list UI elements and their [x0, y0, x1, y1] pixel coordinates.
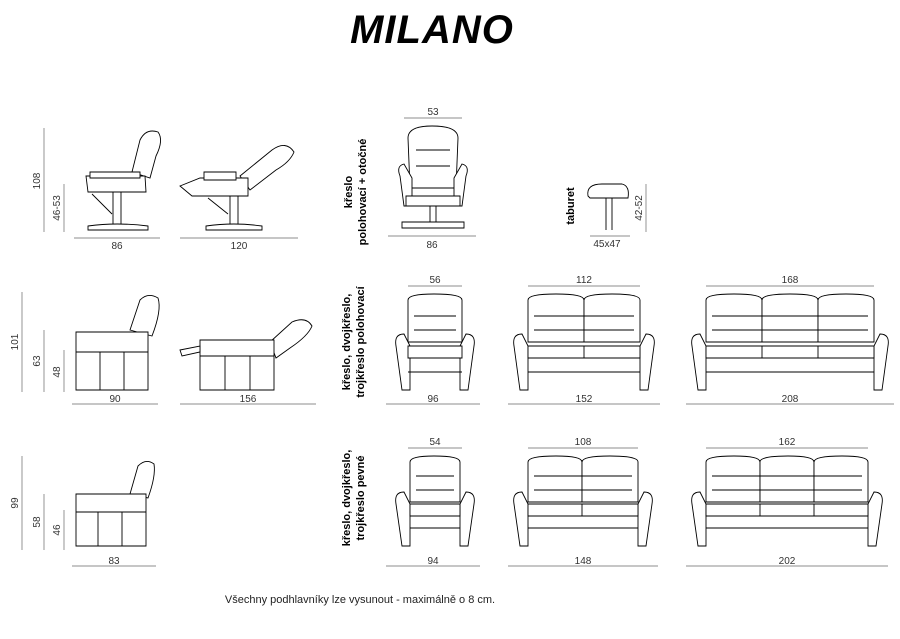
dim-r3-w3: 202	[686, 556, 888, 567]
dim-r2-w3-label: 208	[782, 394, 799, 405]
dim-r1-height: 108	[32, 128, 45, 232]
dim-r2-depth-label: 90	[109, 394, 121, 405]
adjustable-armchair-reclined-view	[179, 319, 313, 391]
stool-drawing	[587, 183, 629, 230]
dim-r3-back: 58	[32, 494, 45, 550]
dim-r3-w1: 94	[386, 556, 480, 567]
label-fixed-line2: trojkřeslo pevné	[355, 456, 367, 541]
dim-r2-depth: 90	[72, 394, 158, 405]
adjustable-armchair-front	[395, 293, 475, 391]
dim-stool-size-label: 45x47	[593, 239, 621, 250]
dim-r3-seat1-label: 54	[429, 437, 441, 448]
dim-r1-height-label: 108	[32, 172, 43, 189]
dim-r2-back: 63	[32, 330, 45, 392]
dim-stool-height: 42-52	[634, 184, 647, 232]
dim-r3-seat3-label: 162	[779, 437, 796, 448]
dim-r3-seat-label: 46	[52, 524, 63, 536]
dim-r1-depth: 86	[74, 237, 160, 252]
fixed-armchair-front	[395, 455, 475, 547]
dim-r3-w2: 148	[508, 556, 658, 567]
dim-r2-open: 156	[180, 394, 316, 405]
dim-r2-w3: 208	[686, 394, 894, 405]
dim-r1-depth-label: 86	[111, 241, 123, 252]
dim-r3-depth-label: 83	[108, 556, 120, 567]
dim-r3-height: 99	[10, 456, 23, 550]
dim-r2-seat3: 168	[706, 275, 874, 287]
adjustable-sofa-front	[691, 293, 889, 391]
dim-r2-height-label: 101	[10, 333, 21, 350]
dim-r2-seat1: 56	[408, 275, 462, 287]
dim-r2-w1-label: 96	[427, 394, 439, 405]
footnote: Všechny podhlavníky lze vysunout - maxim…	[224, 594, 496, 606]
dim-r2-seat2-label: 112	[576, 275, 592, 286]
dim-r1-seat-label: 46-53	[52, 195, 63, 221]
dim-r3-seat3: 162	[706, 437, 868, 449]
dim-r3-w1-label: 94	[427, 556, 439, 567]
dim-r3-seat2-label: 108	[575, 437, 592, 448]
dim-r2-seat3-label: 168	[782, 275, 799, 286]
dim-r1-open-label: 120	[231, 241, 248, 252]
dim-r3-depth: 83	[72, 556, 156, 567]
dim-r3-w3-label: 202	[779, 556, 796, 567]
page-title: MILANO	[350, 8, 514, 52]
swivel-recliner-side-view	[85, 130, 161, 231]
dim-r1-width-top-label: 53	[427, 107, 439, 118]
dim-r3-seat2: 108	[528, 437, 638, 449]
dim-r1-width-label: 86	[426, 240, 438, 251]
dim-r2-seat-label: 48	[52, 366, 63, 378]
dim-r2-seat1-label: 56	[429, 275, 441, 286]
dim-r2-w1: 96	[386, 394, 480, 405]
label-adjustable-line1: křeslo, dvojkřeslo,	[341, 294, 353, 391]
dim-r2-w2-label: 152	[576, 394, 593, 405]
dim-r3-back-label: 58	[32, 516, 43, 528]
dim-r2-open-label: 156	[240, 394, 257, 405]
swivel-recliner-front-view	[398, 125, 468, 229]
dim-r1-seat: 46-53	[52, 184, 65, 232]
dim-r1-open: 120	[180, 237, 298, 252]
adjustable-loveseat-front	[513, 293, 655, 391]
label-recliner-line1: křeslo	[343, 176, 355, 209]
fixed-armchair-side-view	[75, 461, 155, 547]
fixed-loveseat-front	[513, 455, 653, 547]
dim-r3-w2-label: 148	[575, 556, 592, 567]
dim-r2-seat2: 112	[528, 275, 640, 287]
dim-r2-height: 101	[10, 292, 23, 392]
fixed-sofa-front	[691, 455, 883, 547]
adjustable-armchair-side-view	[75, 295, 160, 391]
dim-r2-back-label: 63	[32, 355, 43, 367]
dim-stool-size: 45x47	[590, 235, 630, 250]
label-stool: taburet	[565, 187, 577, 225]
dim-r3-height-label: 99	[10, 497, 21, 509]
label-recliner-line2: polohovací + otočné	[357, 139, 369, 246]
label-fixed-line1: křeslo, dvojkřeslo,	[341, 450, 353, 547]
dim-r2-seat: 48	[52, 350, 65, 392]
swivel-recliner-reclined-view	[179, 145, 295, 231]
dim-r1-width-top: 53	[404, 107, 462, 119]
dim-r3-seat: 46	[52, 510, 65, 550]
dim-r2-w2: 152	[508, 394, 660, 405]
dim-stool-height-label: 42-52	[634, 195, 645, 221]
dim-r3-seat1: 54	[408, 437, 462, 449]
label-adjustable-line2: trojkřeslo polohovací	[355, 285, 367, 397]
dim-r1-width: 86	[388, 235, 476, 251]
